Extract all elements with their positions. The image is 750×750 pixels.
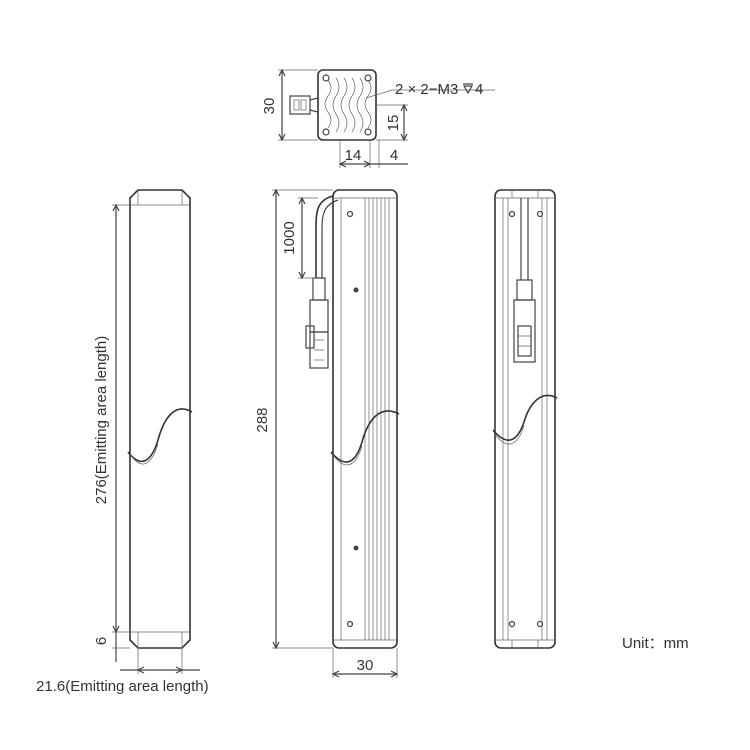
top-view-heatsink-pattern	[324, 77, 372, 133]
dim-width: 30	[357, 657, 374, 674]
depth-symbol-icon	[462, 83, 474, 95]
back-connector	[516, 279, 533, 301]
emitting-face-outline	[129, 189, 191, 649]
screw-hole-icon	[322, 74, 330, 82]
screw-icon	[508, 620, 516, 628]
dim-cable-length: 1000	[281, 221, 298, 254]
dim-emitting-width: 21.6(Emitting area length)	[36, 678, 209, 695]
break-line	[492, 394, 558, 441]
break-line	[330, 410, 400, 463]
side-view-housing	[332, 189, 398, 649]
break-line	[127, 408, 193, 463]
dim-top-width-14: 14	[345, 147, 362, 164]
screw-icon	[353, 545, 359, 551]
back-view-housing	[494, 189, 556, 649]
dim-hole-spec: 2 × 2−M3	[395, 81, 458, 98]
front-view-emitting: 276(Emitting area length) 6 21.6(Emittin…	[36, 189, 209, 695]
screw-icon	[508, 210, 516, 218]
dim-top-width-4: 4	[390, 147, 398, 164]
top-view: 30 2 × 2−M3 4 15 14 4	[261, 68, 495, 168]
back-view-grooves	[502, 198, 548, 640]
side-view-fins	[340, 198, 390, 640]
back-cable	[520, 198, 529, 280]
back-view	[492, 189, 558, 649]
hole-callout-leader	[365, 89, 495, 99]
cable	[315, 195, 334, 278]
top-view-connector	[289, 95, 311, 115]
unit-label: Unit：mm	[622, 635, 689, 652]
dim-top-height: 30	[261, 98, 278, 115]
screw-icon	[536, 620, 544, 628]
screw-icon	[353, 287, 359, 293]
side-view-cable: 1000 288 30	[254, 188, 400, 678]
screw-hole-icon	[364, 128, 372, 136]
dim-end-offset: 6	[93, 637, 110, 645]
screw-hole-icon	[364, 74, 372, 82]
screw-icon	[346, 210, 354, 218]
dim-emitting-length: 276(Emitting area length)	[93, 336, 110, 504]
cable-connector	[312, 277, 326, 301]
screw-icon	[346, 620, 354, 628]
dim-hole-depth: 4	[475, 81, 483, 98]
dim-total-length: 288	[254, 407, 271, 432]
dim-top-offset: 15	[385, 115, 402, 132]
screw-icon	[536, 210, 544, 218]
screw-hole-icon	[322, 128, 330, 136]
